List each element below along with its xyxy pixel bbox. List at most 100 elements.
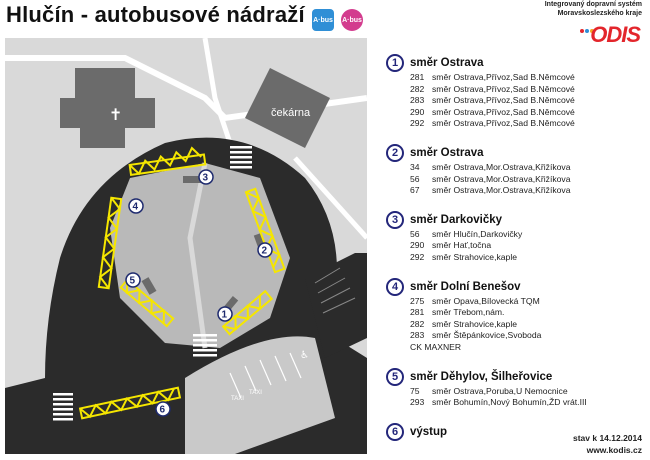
abus-badge-pink: A·bus [341,9,363,31]
stop-number-badge: 3 [386,210,404,229]
line-number: 67 [410,185,420,196]
platform-4 [97,196,123,290]
church-cross-icon: ✝ [109,105,122,124]
line-number: 293 [410,397,425,408]
direction-title: směr Ostrava [410,57,484,69]
line-number: 283 [410,330,425,341]
crosswalk-north [230,146,252,169]
line-number: 75 [410,385,420,396]
taxi-label-2: TAXI [249,390,262,396]
line-number: 281 [410,72,425,82]
direction-title: směr Dolní Benešov [410,280,521,293]
svg-text:3: 3 [203,173,209,184]
line-destination: směr Ostrava,Přívoz,Sad B.Němcové [432,72,575,82]
church-building [60,68,155,148]
line-destination: směr Ostrava,Poruba,U Nemocnice [432,385,568,396]
line-destination: směr Ostrava,Přívoz,Sad B.Němcové [432,106,575,117]
bus-line-row: 281 směr Třebom,nám. [386,307,644,319]
line-number: 34 [410,161,420,172]
wheelchair-icon: ♿ [300,350,309,361]
odis-logo-dots [580,20,598,33]
bus-line-row: 34 směr Ostrava,Mor.Ostrava,Křižíkova [386,162,644,174]
bus-line-row: CK MAXNER [386,342,644,354]
direction-title: směr Děhylov, Šilheřovice [410,370,553,383]
legend-group-header: 6 výstup [386,422,644,441]
platform-2 [244,187,286,274]
line-number: 283 [410,95,425,106]
direction-title: směr Ostrava [410,146,484,159]
stop-number-badge: 6 [386,422,404,441]
bus-line-row: 282 směr Strahovice,kaple [386,319,644,331]
legend-group-6: 6 výstup [386,422,644,441]
line-number: 281 [410,307,425,318]
line-destination: směr Hlučín,Darkovičky [432,228,523,239]
abus-badge-blue: A·bus [312,9,334,31]
direction-title: výstup [410,425,448,438]
stop-pin-4[interactable]: 4 [128,198,144,214]
valid-date: stav k 14.12.2014 [572,433,642,443]
crosswalk-south [193,334,217,357]
line-number: 282 [410,318,425,329]
platform-3 [128,146,207,176]
line-destination: CK MAXNER [410,341,462,352]
bus-line-row: 56 směr Hlučín,Darkovičky [386,229,644,241]
svg-text:6: 6 [160,405,166,416]
legend-group-header: 2 směr Ostrava [386,143,644,162]
line-destination: směr Strahovice,kaple [432,318,518,329]
stop-pin-3[interactable]: 3 [198,169,214,185]
platform-5 [119,278,175,328]
website-link[interactable]: www.kodis.cz [586,445,642,455]
org-line-2: Moravskoslezského kraje [557,10,642,17]
line-number: 290 [410,240,425,251]
taxi-label-1: TAXI [231,396,244,402]
stop-pin-1[interactable]: 1 [217,306,233,322]
line-destination: směr Ostrava,Přívoz,Sad B.Němcové [432,95,575,106]
bus-line-row: 67 směr Ostrava,Mor.Ostrava,Křižíkova [386,185,644,197]
parking-area [185,336,335,454]
line-destination: směr Bohumín,Nový Bohumín,ŽD vrát.III [432,397,587,408]
bus-station-map: ✝ čekárna TAXI TAXI ♿ 3 [5,38,367,454]
parking-lines [314,267,356,314]
footer: stav k 14.12.2014 www.kodis.cz [573,432,642,456]
platform-1 [221,289,274,336]
line-number: 275 [410,295,425,306]
island-walkway [187,162,208,349]
waiting-room-label: čekárna [271,107,311,119]
stop-pin-6[interactable]: 6 [155,401,171,417]
waiting-room-building [245,68,330,148]
bus-line-row: 281 směr Ostrava,Přívoz,Sad B.Němcové [386,72,644,84]
line-number: 56 [410,228,420,239]
svg-text:5: 5 [130,276,136,287]
stop-pin-5[interactable]: 5 [125,272,141,288]
line-destination: směr Ostrava,Mor.Ostrava,Křižíkova [432,161,571,172]
org-line-1: Integrovaný dopravní systém [544,1,642,8]
crosswalk-west [53,393,73,421]
line-destination: směr Ostrava,Přívoz,Sad B.Němcové [432,83,575,94]
sidewalk-east [293,156,367,240]
stop-pin-2[interactable]: 2 [257,242,273,258]
line-destination: směr Třebom,nám. [432,307,505,318]
organization-name: Integrovaný dopravní systém Moravskoslez… [532,0,642,18]
legend-group-2: 2 směr Ostrava 34 směr Ostrava,Mor.Ostrava,… [386,143,644,197]
odis-logo: ODIS [590,22,641,47]
line-destination: směr Ostrava,Mor.Ostrava,Křižíkova [432,185,571,196]
page-title: Hlučín - autobusové nádraží [6,2,305,27]
bus-line-row: 293 směr Bohumín,Nový Bohumín,ŽD vrát.III [386,397,644,409]
stop-number-badge: 2 [386,143,404,162]
svg-text:1: 1 [222,310,228,321]
svg-text:2: 2 [262,246,268,257]
line-destination: směr Ostrava,Přívoz,Sad B.Němcové [432,118,575,129]
